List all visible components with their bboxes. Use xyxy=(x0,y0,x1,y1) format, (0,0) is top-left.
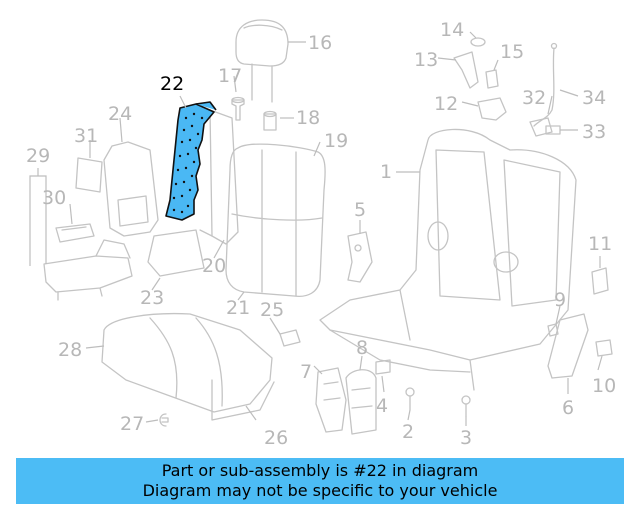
part-32-latch xyxy=(529,117,553,137)
part-25-clip xyxy=(279,329,301,347)
callout-7: 7 xyxy=(300,361,312,383)
callout-12: 12 xyxy=(434,93,458,115)
callout-29: 29 xyxy=(26,145,50,167)
part-30-bracket xyxy=(55,223,95,243)
callout-6: 6 xyxy=(562,397,574,419)
callout-21: 21 xyxy=(226,297,250,319)
callout-1: 1 xyxy=(380,161,392,183)
part-14-cap xyxy=(470,37,486,47)
callout-5: 5 xyxy=(354,199,366,221)
part-1-seat-frame xyxy=(319,128,577,391)
callout-26: 26 xyxy=(264,427,288,449)
caption-line-part: Part or sub-assembly is #22 in diagram xyxy=(161,461,479,480)
part-16-headrest xyxy=(235,19,289,103)
part-33-clip xyxy=(545,125,561,135)
part-17-guide xyxy=(231,96,245,121)
part-31-pad xyxy=(75,157,103,193)
part-34-cable xyxy=(533,42,558,127)
callout-15: 15 xyxy=(500,41,524,63)
part-13-bracket xyxy=(453,51,479,89)
part-18-guide xyxy=(263,110,277,131)
callout-22: 22 xyxy=(160,73,184,95)
callout-16: 16 xyxy=(308,32,332,54)
part-3-bolt xyxy=(461,395,471,417)
callout-31: 31 xyxy=(74,125,98,147)
parts-diagram: 16 17 18 19 20 21 22 24 31 29 30 23 25 2… xyxy=(26,19,616,449)
part-7-hinge-cover xyxy=(315,367,347,433)
callout-34: 34 xyxy=(582,87,606,109)
callout-labels: 16 17 18 19 20 21 22 24 31 29 30 23 25 2… xyxy=(26,19,616,449)
callout-4: 4 xyxy=(376,395,388,417)
part-22-highlighted-panel[interactable] xyxy=(165,101,217,221)
callout-9: 9 xyxy=(554,289,566,311)
callout-2: 2 xyxy=(402,421,414,443)
callout-23: 23 xyxy=(140,287,164,309)
part-10-cap xyxy=(595,339,613,357)
callout-24: 24 xyxy=(108,103,132,125)
callout-13: 13 xyxy=(414,49,438,71)
diagram-caption-banner: Part or sub-assembly is #22 in diagram D… xyxy=(16,458,624,504)
callout-25: 25 xyxy=(260,299,284,321)
callout-32: 32 xyxy=(522,87,546,109)
callout-3: 3 xyxy=(460,427,472,449)
part-6-side-cover xyxy=(547,313,589,379)
part-2-bolt xyxy=(405,387,415,411)
part-23-pad xyxy=(147,229,205,277)
callout-27: 27 xyxy=(120,413,144,435)
part-24-seatback-panel xyxy=(103,141,159,237)
part-5-bracket xyxy=(347,231,373,283)
callout-20: 20 xyxy=(202,255,226,277)
part-8-hinge-cover xyxy=(345,369,377,435)
callout-17: 17 xyxy=(218,65,242,87)
part-11-cap xyxy=(591,267,609,295)
callout-33: 33 xyxy=(582,121,606,143)
callout-18: 18 xyxy=(296,107,320,129)
part-27-clip xyxy=(159,413,169,427)
part-20-seatback-frame xyxy=(199,109,239,245)
callout-30: 30 xyxy=(42,187,66,209)
part-28-seat-cushion xyxy=(101,312,275,421)
leader-lines xyxy=(29,31,603,426)
callout-11: 11 xyxy=(588,233,612,255)
part-12-latch xyxy=(477,97,507,121)
callout-8: 8 xyxy=(356,337,368,359)
part-29-armrest xyxy=(43,239,133,301)
callout-19: 19 xyxy=(324,130,348,152)
part-9-clip xyxy=(547,323,559,337)
callout-10: 10 xyxy=(592,375,616,397)
part-15-clip xyxy=(485,69,499,89)
caption-line-disclaimer: Diagram may not be specific to your vehi… xyxy=(142,481,498,500)
callout-28: 28 xyxy=(58,339,82,361)
callout-14: 14 xyxy=(440,19,464,41)
part-19-seatback-cover xyxy=(225,143,326,298)
